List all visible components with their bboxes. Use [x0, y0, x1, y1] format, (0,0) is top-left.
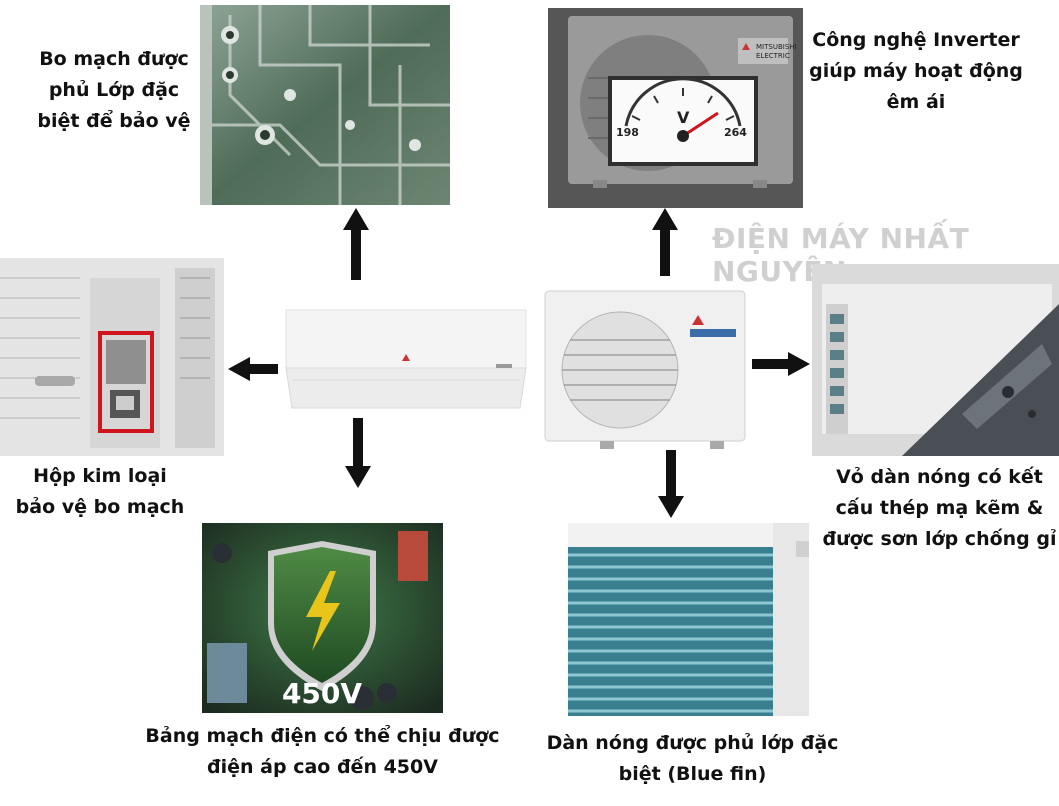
caption-pcb-coating: Bo mạch được phủ Lớp đặc biệt để bảo vệ [34, 44, 194, 137]
inverter-gauge-photo: MITSUBISHI ELECTRIC 198 264 V [548, 8, 803, 208]
arrow-left-to-metal-box-icon [228, 357, 278, 381]
caption-line: điện áp cao đến 450V [207, 756, 438, 778]
gauge-max-label: 264 [724, 126, 747, 139]
brand-line2: ELECTRIC [756, 52, 790, 60]
caption-line: được sơn lớp chống gỉ [822, 528, 1057, 550]
casing-photo [812, 264, 1059, 456]
caption-line: cấu thép mạ kẽm & [835, 497, 1044, 519]
shield-voltage-label: 450V [282, 677, 362, 710]
metal-box-photo [0, 258, 224, 456]
caption-line: biệt để bảo vệ [37, 110, 191, 132]
arrow-right-to-casing-icon [752, 352, 810, 376]
caption-metal-box: Hộp kim loại bảo vệ bo mạch [0, 461, 200, 523]
caption-line: Bo mạch được [39, 48, 189, 70]
brand-line1: MITSUBISHI [756, 43, 797, 51]
caption-casing: Vỏ dàn nóng có kết cấu thép mạ kẽm & đượ… [820, 462, 1059, 555]
gauge-min-label: 198 [616, 126, 639, 139]
caption-line: Bảng mạch điện có thể chịu được [145, 725, 500, 747]
arrow-down-to-blue-fin-icon [658, 450, 684, 518]
gauge-unit-label: V [677, 108, 690, 127]
caption-line: Công nghệ Inverter [812, 29, 1020, 51]
arrow-up-to-inverter-icon [652, 208, 678, 276]
caption-line: Dàn nóng được phủ lớp đặc [546, 732, 839, 754]
voltage-board-photo: 450V [202, 523, 443, 713]
indoor-unit-photo [280, 306, 532, 412]
blue-fin-photo [568, 523, 809, 716]
caption-line: Hộp kim loại [33, 465, 167, 487]
caption-line: biệt (Blue fin) [618, 763, 767, 785]
caption-line: Vỏ dàn nóng có kết [836, 466, 1043, 488]
caption-inverter: Công nghệ Inverter giúp máy hoạt động êm… [806, 25, 1026, 118]
pcb-coating-photo [200, 5, 450, 205]
arrow-up-to-pcb-icon [343, 208, 369, 280]
caption-blue-fin: Dàn nóng được phủ lớp đặc biệt (Blue fin… [540, 728, 845, 790]
caption-line: giúp máy hoạt động [809, 60, 1023, 82]
outdoor-unit-photo [540, 285, 750, 450]
arrow-down-to-voltage-board-icon [345, 418, 371, 488]
caption-voltage-board: Bảng mạch điện có thể chịu được điện áp … [145, 721, 500, 783]
caption-line: êm ái [886, 91, 946, 113]
caption-line: bảo vệ bo mạch [15, 496, 185, 518]
caption-line: phủ Lớp đặc [48, 79, 180, 101]
